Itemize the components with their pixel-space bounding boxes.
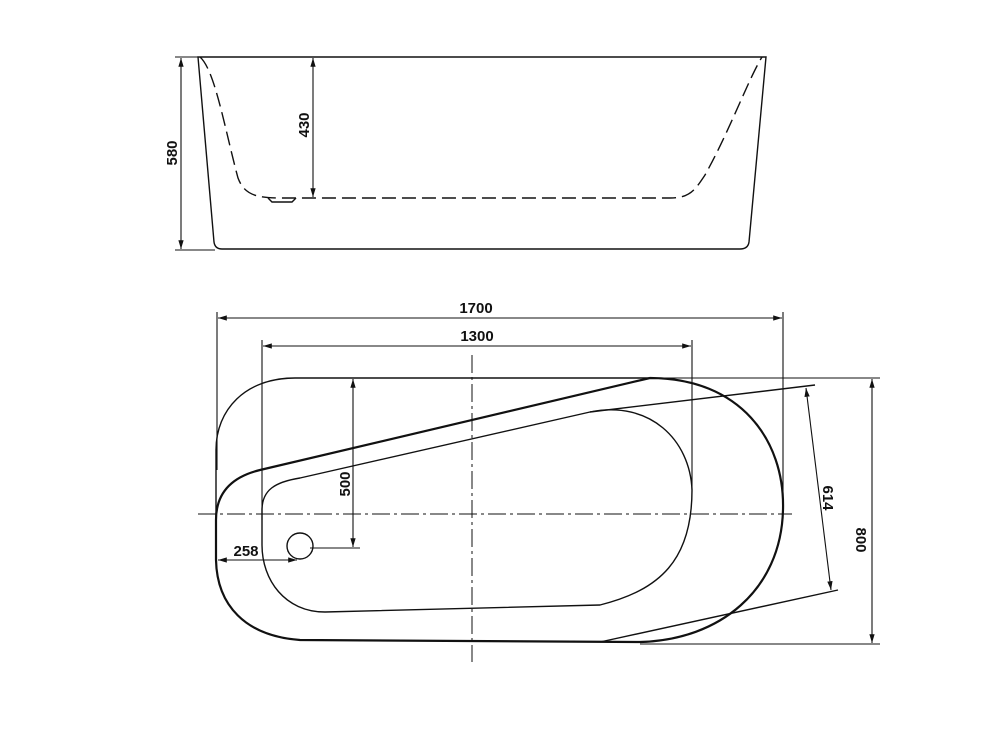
- dimension-1700-label: 1700: [459, 300, 492, 317]
- dimension-500-label: 500: [337, 471, 354, 496]
- side-inner-basin: [199, 56, 763, 199]
- top-inner-basin: [261, 409, 693, 613]
- side-outer-outline: [197, 56, 767, 250]
- dimension-800-label: 800: [852, 527, 869, 552]
- dimension-580-label: 580: [164, 140, 181, 165]
- top-view: 1700 1300 500 258 614 800: [198, 300, 880, 662]
- drain-hole: [286, 532, 314, 560]
- dimension-614-line: [804, 387, 833, 591]
- top-rim-lower-edge: [599, 589, 839, 643]
- dimension-614-label: 614: [819, 485, 836, 511]
- top-outer-outline: [214, 376, 785, 644]
- dimension-258-label: 258: [233, 543, 258, 560]
- dimension-1300-label: 1300: [460, 328, 493, 345]
- top-outer-left-rim: [215, 377, 650, 520]
- side-view: 580 430: [164, 56, 767, 251]
- side-drain: [267, 197, 297, 203]
- dimension-430-label: 430: [296, 112, 313, 137]
- top-rim-upper-edge: [589, 384, 816, 413]
